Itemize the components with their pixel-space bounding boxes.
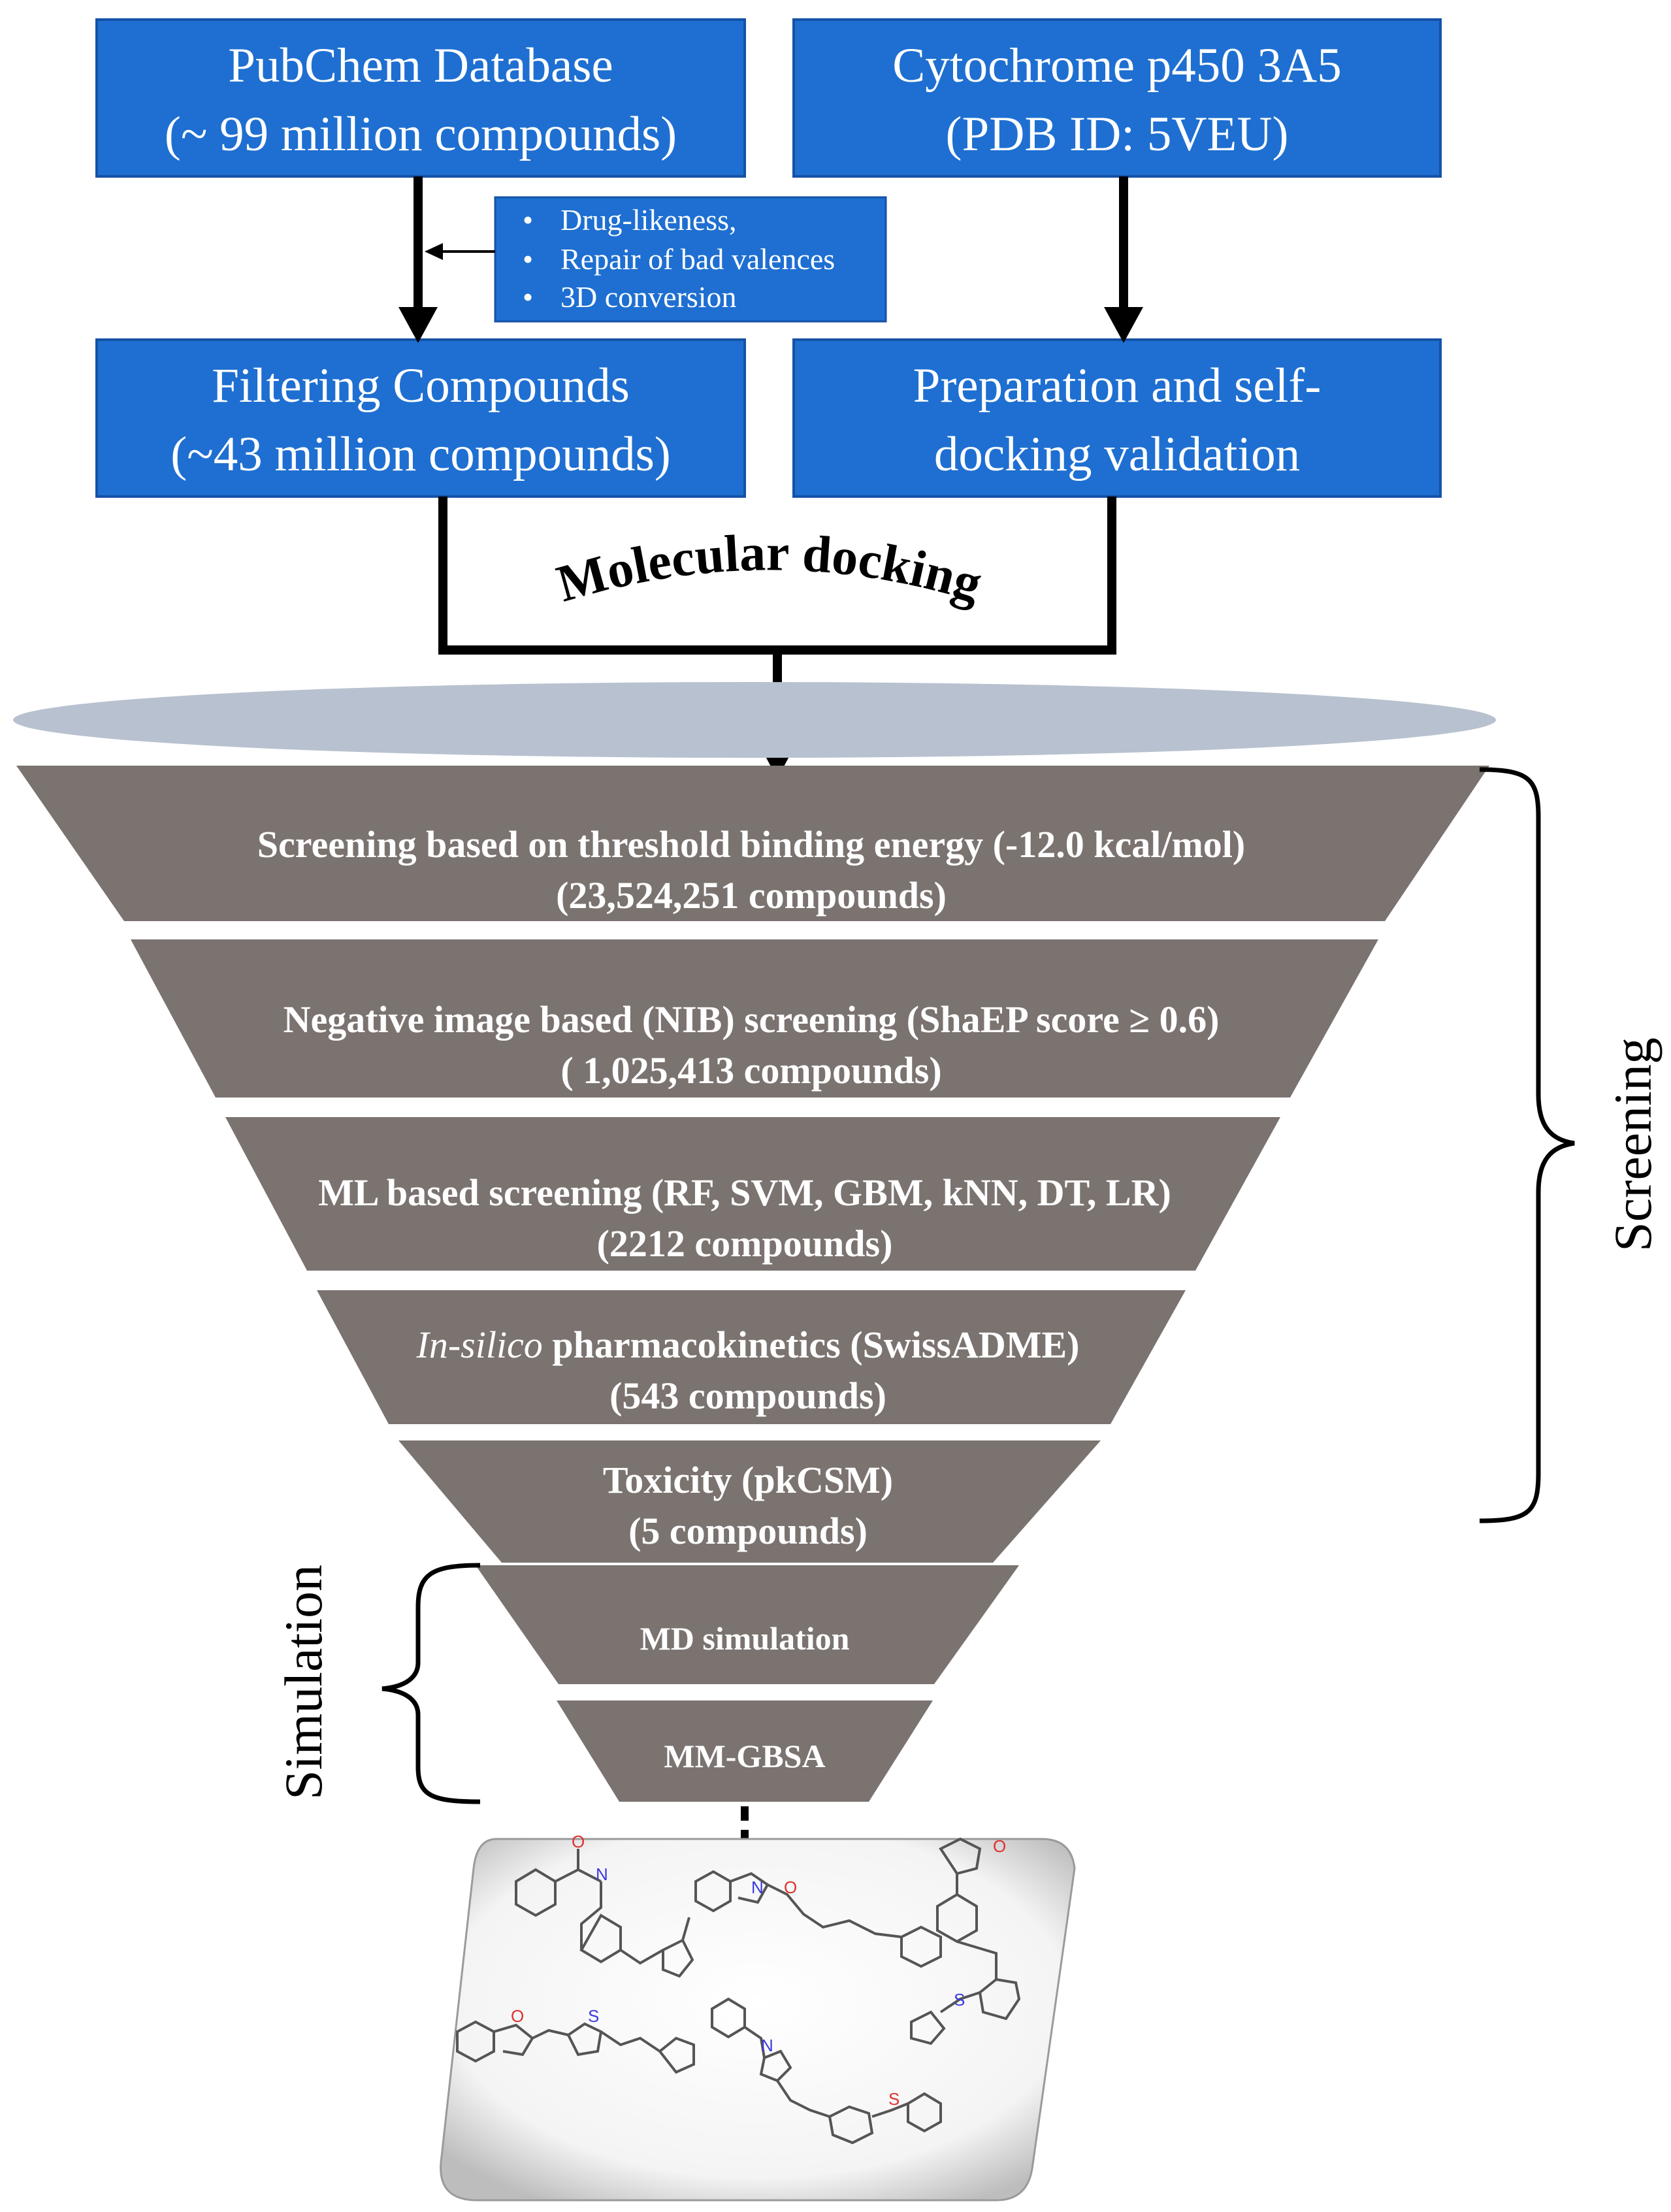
- stage-1-label: Screening based on threshold binding ene…: [257, 823, 1245, 866]
- stage-2-label: Negative image based (NIB) screening (Sh…: [284, 998, 1220, 1041]
- funnel-top-ellipse: [13, 682, 1496, 758]
- filter-step-2: Repair of bad valences: [560, 242, 835, 276]
- stage-7-label: MM-GBSA: [664, 1738, 825, 1774]
- screening-label: Screening: [1603, 1037, 1663, 1252]
- stage-3-count: (2212 compounds): [597, 1222, 893, 1265]
- simulation-bracket: [381, 1563, 481, 1804]
- stage-4-label: In-silico pharmacokinetics (SwissADME): [416, 1324, 1080, 1366]
- simulation-label: Simulation: [274, 1565, 333, 1800]
- funnel-band-6: [476, 1565, 1019, 1684]
- molecule-5-icon: [711, 1997, 942, 2145]
- svg-text:•: •: [523, 280, 533, 314]
- preparation-line-2: docking validation: [934, 427, 1300, 481]
- preparation-line-1: Preparation and self-: [913, 359, 1322, 413]
- svg-text:•: •: [523, 242, 533, 276]
- molecular-docking-label: Molecular docking: [551, 524, 988, 613]
- filtering-count: (~43 million compounds): [170, 427, 671, 481]
- cyp-title: Cytochrome p450 3A5: [892, 39, 1341, 93]
- svg-text:O: O: [993, 1836, 1006, 1856]
- svg-text:N: N: [751, 1878, 764, 1897]
- svg-text:•: •: [523, 203, 533, 236]
- molecule-1-icon: [515, 1849, 694, 1978]
- funnel-band-3: [225, 1117, 1280, 1271]
- stage-2-count: ( 1,025,413 compounds): [560, 1049, 941, 1092]
- pubchem-box: PubChem Database (~ 99 million compounds…: [95, 18, 746, 178]
- svg-text:O: O: [572, 1832, 585, 1851]
- stage-5-count: (5 compounds): [628, 1510, 868, 1552]
- filtering-box: Filtering Compounds (~43 million compoun…: [95, 338, 746, 498]
- filter-step-1: Drug-likeness,: [560, 203, 737, 236]
- svg-text:S: S: [588, 2006, 599, 2026]
- funnel-labels: Screening based on threshold binding ene…: [257, 823, 1245, 1774]
- stage-1-count: (23,524,251 compounds): [556, 874, 947, 917]
- svg-text:S: S: [954, 1990, 965, 2009]
- cyp-box: Cytochrome p450 3A5 (PDB ID: 5VEU): [792, 18, 1442, 178]
- svg-text:O: O: [511, 2006, 524, 2026]
- funnel-band-5: [398, 1440, 1101, 1563]
- stage-5-label: Toxicity (pkCSM): [603, 1459, 893, 1501]
- funnel-band-4: [317, 1290, 1186, 1424]
- molecule-2-icon: [694, 1870, 942, 1968]
- filtering-title: Filtering Compounds: [212, 359, 630, 413]
- pubchem-count: (~ 99 million compounds): [165, 107, 677, 161]
- funnel: [13, 682, 1496, 1802]
- stage-4-count: (543 compounds): [609, 1374, 886, 1417]
- result-molecules-panel: O N N O O S O S: [440, 1832, 1076, 2202]
- svg-text:O: O: [784, 1878, 797, 1897]
- top-arrows: [398, 176, 1143, 343]
- funnel-band-2: [131, 939, 1378, 1098]
- filter-steps-box: • Drug-likeness, • Repair of bad valence…: [494, 196, 887, 323]
- molecule-4-icon: [456, 2020, 695, 2074]
- preparation-box: Preparation and self- docking validation: [792, 338, 1442, 498]
- screening-bracket: [1479, 767, 1575, 1523]
- svg-text:N: N: [761, 2036, 773, 2055]
- filter-step-3: 3D conversion: [560, 280, 737, 314]
- funnel-band-7: [557, 1700, 933, 1802]
- svg-text:S: S: [888, 2089, 900, 2109]
- molecule-3-icon: [910, 1837, 1021, 2045]
- pubchem-title: PubChem Database: [228, 39, 613, 93]
- stage-6-label: MD simulation: [640, 1620, 850, 1657]
- cyp-pdb-id: (PDB ID: 5VEU): [946, 107, 1289, 161]
- svg-text:N: N: [596, 1864, 608, 1884]
- stage-3-label: ML based screening (RF, SVM, GBM, kNN, D…: [318, 1171, 1171, 1214]
- funnel-band-1: [16, 766, 1489, 921]
